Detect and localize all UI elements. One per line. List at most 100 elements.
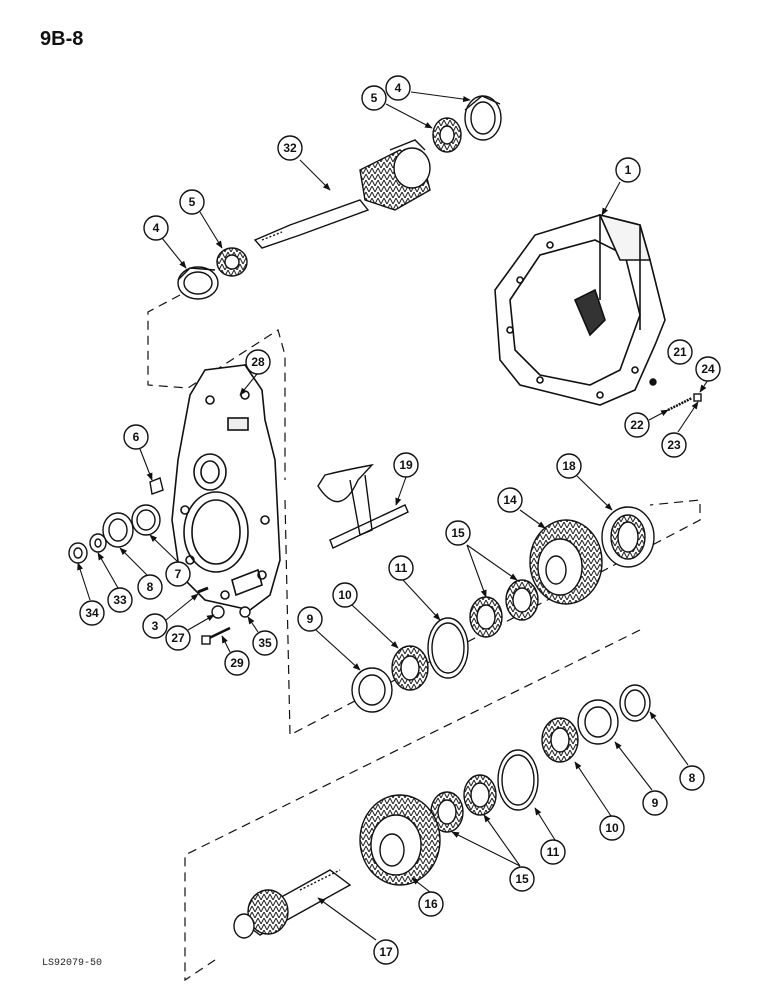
svg-text:28: 28 [251,355,265,369]
spring-21-22-23 [649,378,702,412]
bearing-8-left [102,512,134,548]
svg-text:21: 21 [673,345,687,359]
callout-5-left: 5 [179,189,205,215]
washer-33 [89,533,107,553]
callout-16: 16 [418,891,444,917]
svg-text:8: 8 [689,771,696,785]
callout-24: 24 [695,356,721,382]
callout-23: 23 [661,432,687,458]
bearing-cone-upper-right [432,117,462,153]
svg-text:10: 10 [338,588,352,602]
needle-bearing-18 [601,506,655,568]
svg-text:32: 32 [283,141,297,155]
svg-text:5: 5 [189,195,196,209]
svg-text:19: 19 [399,458,413,472]
bearing-cup-upper-right [464,95,502,141]
callout-6: 6 [123,424,149,450]
svg-text:16: 16 [424,897,438,911]
gear-14 [529,519,603,605]
callout-10-lower: 10 [599,815,625,841]
washer-27 [211,605,225,619]
callout-27: 27 [165,625,191,651]
needle-bearings-15-lower [430,774,497,833]
needle-bearings-15-upper [469,579,539,638]
bearing-race-7 [131,504,161,536]
svg-text:15: 15 [515,872,529,886]
svg-text:22: 22 [630,418,644,432]
svg-text:7: 7 [175,567,182,581]
svg-text:8: 8 [147,580,154,594]
snap-ring-11-upper [427,617,469,679]
output-shaft-17 [233,869,352,939]
bearing-cup-left [177,266,219,300]
bolt-29 [201,626,231,645]
svg-text:10: 10 [605,821,619,835]
shift-fork [317,463,409,549]
callouts: 1 4 5 32 4 5 28 21 24 22 23 6 19 18 14 1… [79,75,721,965]
callout-3: 3 [142,613,168,639]
bolt-6 [149,477,164,495]
callout-8-left: 8 [137,574,163,600]
transmission-housing [494,213,666,406]
svg-text:27: 27 [171,631,185,645]
washer-35 [239,606,251,618]
page-number: 9B-8 [40,28,84,50]
callout-15-upper: 15 [445,520,471,546]
callout-8-lower: 8 [679,765,705,791]
svg-text:4: 4 [395,81,402,95]
callout-34: 34 [79,600,105,626]
nut-34 [68,542,88,564]
callout-28: 28 [245,349,271,375]
callout-14: 14 [497,487,523,513]
callout-11-upper: 11 [388,555,414,581]
callout-35: 35 [252,630,278,656]
svg-text:14: 14 [503,493,517,507]
callout-18: 18 [556,453,582,479]
snap-ring-11-lower [497,749,539,811]
bearing-cup-9-lower [577,699,619,745]
callout-4-left: 4 [143,215,169,241]
svg-text:18: 18 [562,459,576,473]
callout-22: 22 [624,412,650,438]
bearing-cone-left [216,247,248,277]
svg-text:23: 23 [667,438,681,452]
svg-text:35: 35 [258,636,272,650]
callout-29: 29 [224,650,250,676]
callout-17: 17 [373,939,399,965]
figure-reference: LS92079-50 [42,958,103,969]
callout-10-upper: 10 [332,582,358,608]
dashed-assembly-outlines [147,294,701,982]
svg-text:4: 4 [153,221,160,235]
svg-text:9: 9 [307,612,314,626]
callout-9-upper: 9 [297,606,323,632]
bearing-cone-10-upper [391,645,429,691]
callout-33: 33 [107,587,133,613]
svg-text:33: 33 [113,593,127,607]
callout-19: 19 [393,452,419,478]
gear-16 [359,794,441,886]
svg-text:9: 9 [652,796,659,810]
callout-11-lower: 11 [540,839,566,865]
callout-32: 32 [277,135,303,161]
svg-text:17: 17 [379,945,393,959]
callout-15-lower: 15 [509,866,535,892]
svg-text:11: 11 [395,561,408,575]
callout-21: 21 [667,339,693,365]
svg-text:24: 24 [701,362,715,376]
svg-text:6: 6 [133,430,140,444]
callout-5-top: 5 [361,85,387,111]
svg-text:15: 15 [451,526,465,540]
input-shaft [253,139,431,249]
svg-text:3: 3 [152,619,159,633]
callout-4-top: 4 [385,75,411,101]
svg-text:29: 29 [230,656,244,670]
svg-text:11: 11 [547,845,560,859]
bearing-8-lower [619,684,651,722]
callout-1: 1 [615,157,641,183]
pin-3 [197,586,209,594]
leader-lines [77,91,709,941]
bearing-cone-10-lower [541,717,579,763]
callout-9-lower: 9 [642,790,668,816]
